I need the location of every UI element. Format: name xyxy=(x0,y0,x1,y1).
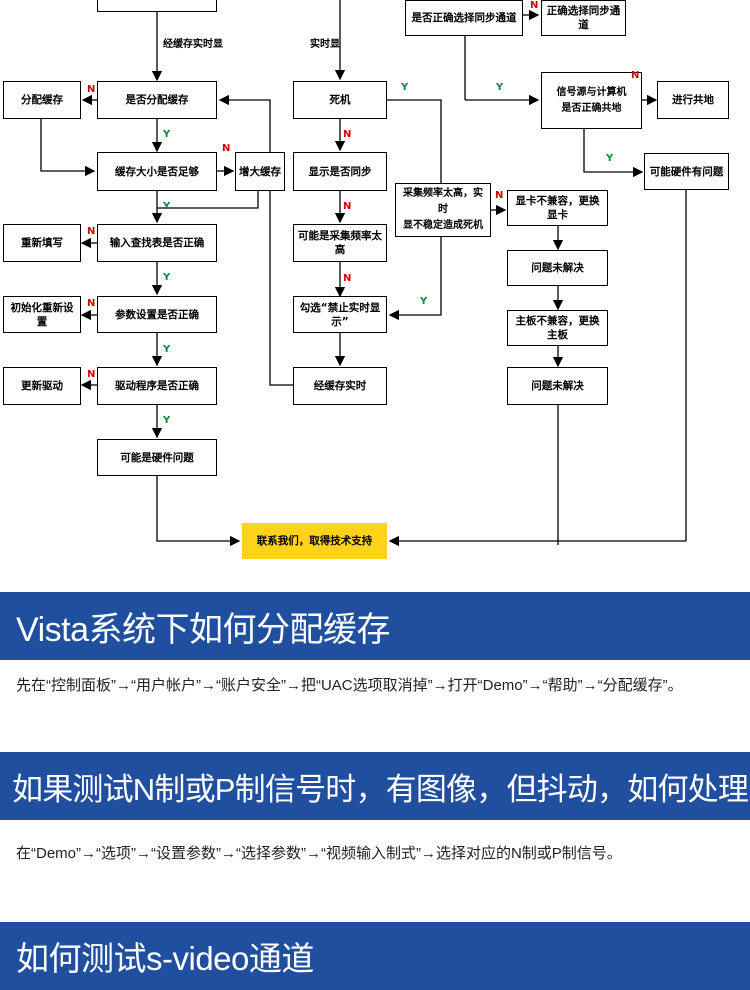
edge-yes: Y xyxy=(606,153,614,164)
flow-node-crash: 死机 xyxy=(293,81,387,119)
flow-node-label: 参数设置是否正确 xyxy=(115,308,199,321)
flow-node-unsolved-1: 问题未解决 xyxy=(507,250,608,286)
flow-node-via-cache-realtime: 经缓存实时 xyxy=(293,367,387,405)
edge-yes: Y xyxy=(496,82,504,93)
section-banner-s-video: 如何测试s-video通道 xyxy=(0,922,750,990)
flow-node-label: 显示是否同步 xyxy=(308,165,372,178)
flowchart-connectors xyxy=(40,0,687,547)
edge-no: N xyxy=(87,226,96,237)
flow-node-label: 增大缓存 xyxy=(239,165,281,178)
troubleshooting-flowchart: 是否正确选择同步通道 正确选择同步通道 分配缓存 是否分配缓存 死机 信号源与计… xyxy=(3,0,729,559)
section-title: 如果测试N制或P制信号时，有图像，但抖动，如何处理 xyxy=(12,771,749,807)
flow-node-refill: 重新填写 xyxy=(3,224,81,262)
edge-no: N xyxy=(343,129,352,140)
section-body-n-p-signal: 在“Demo”→“选项”→“设置参数”→“选择参数”→“视频输入制式”→选择对应… xyxy=(16,845,622,862)
edge-yes: Y xyxy=(420,296,428,307)
edge-no: N xyxy=(87,369,96,380)
flow-node-label: 是否正确选择同步通道 xyxy=(411,12,517,24)
edge-yes: Y xyxy=(163,129,171,140)
flow-node-hardware-problem-right: 可能硬件有问题 xyxy=(644,153,729,190)
edge-yes: Y xyxy=(401,82,409,93)
flow-node-label: 可能是硬件问题 xyxy=(120,451,194,464)
edge-no: N xyxy=(87,84,96,95)
flow-node-label: 联系我们，取得技术支持 xyxy=(256,535,373,547)
flow-node-label: 缓存大小是否足够 xyxy=(115,165,199,178)
flow-node-unsolved-2: 问题未解决 xyxy=(507,367,608,405)
flow-node-label: 显卡不兼容，更换显卡 xyxy=(515,195,600,221)
edge-no: N xyxy=(222,143,231,154)
section-title: 如何测试s-video通道 xyxy=(16,940,314,977)
flow-node-display-sync: 显示是否同步 xyxy=(293,152,387,191)
flow-node-replace-gpu: 显卡不兼容，更换显卡 xyxy=(507,190,608,226)
edge-no: N xyxy=(530,0,539,11)
flow-node-label: 驱动程序是否正确 xyxy=(115,380,199,392)
flow-node-label: 可能硬件有问题 xyxy=(649,165,724,178)
section-banner-n-p-signal: 如果测试N制或P制信号时，有图像，但抖动，如何处理 xyxy=(0,752,750,820)
flow-node-disable-realtime: 勾选“禁止实时显示” xyxy=(293,296,387,333)
flow-node-select-sync-channel: 是否正确选择同步通道 xyxy=(405,0,523,36)
flow-node-label: 主板不兼容，更换主板 xyxy=(515,315,600,341)
edge-no: N xyxy=(631,70,640,81)
flow-node-label: 进行共地 xyxy=(672,94,714,106)
edge-no: N xyxy=(343,273,352,284)
edge-label-via-cache: 经缓存实时显 xyxy=(163,39,223,50)
edge-yes: Y xyxy=(163,344,171,355)
flow-node-param-correct: 参数设置是否正确 xyxy=(97,296,217,333)
flow-node-label: 可能是采集频率太高 xyxy=(298,230,382,256)
section-title: Vista系统下如何分配缓存 xyxy=(16,610,390,649)
flow-node-replace-motherboard: 主板不兼容，更换主板 xyxy=(507,310,608,346)
flow-node-label: 是否分配缓存 xyxy=(125,94,189,106)
edge-label-realtime: 实时显 xyxy=(310,39,340,50)
flow-node-top-left xyxy=(97,0,217,12)
flow-node-label: 死机 xyxy=(329,94,351,106)
flow-node-is-cache-allocated: 是否分配缓存 xyxy=(97,81,217,119)
flow-node-label: 正确选择同步通道 xyxy=(546,5,621,31)
flow-node-label: 输入查找表是否正确 xyxy=(109,237,205,249)
section-banner-vista-cache: Vista系统下如何分配缓存 xyxy=(0,592,750,660)
flow-node-label: 更新驱动 xyxy=(21,380,63,392)
flow-node-label: 问题未解决 xyxy=(531,262,584,274)
flow-node-cache-size-enough: 缓存大小是否足够 xyxy=(97,152,217,191)
flow-node-driver-correct: 驱动程序是否正确 xyxy=(97,367,217,405)
edge-no: N xyxy=(495,190,504,201)
edge-yes: Y xyxy=(163,415,171,426)
flow-node-label: 经缓存实时 xyxy=(313,380,367,392)
edge-no: N xyxy=(343,201,352,212)
flow-node-hardware-problem-left: 可能是硬件问题 xyxy=(97,439,217,476)
flow-node-label: 分配缓存 xyxy=(21,94,63,106)
edge-yes: Y xyxy=(163,272,171,283)
flow-node-label: 勾选“禁止实时显示” xyxy=(299,301,381,328)
edge-no: N xyxy=(87,298,96,309)
flow-node-label: 重新填写 xyxy=(21,237,63,249)
flow-node-signal-ground: 信号源与计算机 是否正确共地 xyxy=(541,72,642,129)
flow-node-label: 初始化重新设置 xyxy=(10,301,74,328)
flow-node-maybe-rate-high: 可能是采集频率太高 xyxy=(293,224,387,262)
flow-node-label: 信号源与计算机 是否正确共地 xyxy=(556,86,627,114)
flow-node-sample-rate-too-high: 采集频率太高，实时 显不稳定造成死机 xyxy=(395,183,491,237)
flow-node-increase-cache: 增大缓存 xyxy=(235,152,285,191)
flow-node-correct-sync-channel: 正确选择同步通道 xyxy=(541,0,626,36)
flow-node-label: 采集频率太高，实时 显不稳定造成死机 xyxy=(403,188,483,231)
section-body-vista-cache: 先在“控制面板”→“用户帐户”→“账户安全”→把“UAC选项取消掉”→打开“De… xyxy=(16,677,683,694)
flow-node-update-driver: 更新驱动 xyxy=(3,367,81,405)
flow-node-lookup-table: 输入查找表是否正确 xyxy=(97,224,217,262)
flow-node-allocate-cache: 分配缓存 xyxy=(3,81,81,119)
flow-node-contact-support: 联系我们，取得技术支持 xyxy=(242,523,387,559)
flow-node-init-reset: 初始化重新设置 xyxy=(3,296,81,333)
edge-yes: Y xyxy=(163,201,171,212)
flow-node-label: 问题未解决 xyxy=(531,380,584,392)
flow-node-do-ground: 进行共地 xyxy=(657,81,729,119)
